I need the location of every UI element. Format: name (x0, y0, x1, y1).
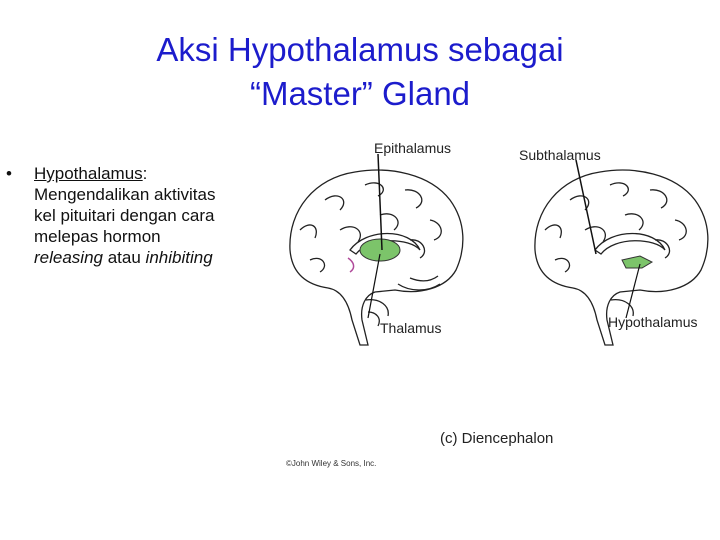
label-hypothalamus: Hypothalamus (608, 314, 698, 330)
hypothalamus-highlight (621, 255, 654, 269)
copyright-notice: ©John Wiley & Sons, Inc. (286, 459, 377, 468)
word-atau: atau (103, 248, 146, 267)
diencephalon-figure: Epithalamus Subthalamus Thalamus Hypotha… (270, 130, 720, 480)
label-thalamus: Thalamus (380, 320, 442, 336)
brain-illustration (289, 153, 709, 346)
bullet-line-3: melepas hormon (34, 227, 161, 246)
word-inhibiting: inhibiting (145, 248, 213, 267)
label-epithalamus: Epithalamus (374, 140, 452, 156)
bullet-heading: Hypothalamus: (34, 163, 147, 184)
brain-right (534, 169, 709, 346)
bullet-marker: • (6, 164, 12, 183)
title-line-1: Aksi Hypothalamus sebagai (156, 31, 564, 68)
hypothalamus-pointer (625, 263, 641, 319)
label-subthalamus: Subthalamus (519, 147, 601, 163)
bullet-line-2: kel pituitari dengan cara (34, 206, 215, 225)
thalamus-highlight (359, 238, 401, 262)
slide-title: Aksi Hypothalamus sebagai “Master” Gland (60, 28, 660, 116)
epithalamus-pointer (377, 153, 383, 251)
term-hypothalamus: Hypothalamus (34, 164, 143, 183)
brain-left (289, 169, 464, 346)
epithalamus-marker (347, 257, 355, 273)
word-releasing: releasing (34, 248, 103, 267)
subthalamus-pointer (575, 159, 597, 255)
title-line-2: “Master” Gland (249, 75, 471, 112)
term-colon: : (142, 164, 148, 183)
thalamus-pointer (367, 253, 381, 319)
bullet-line-4: releasing atau inhibiting (34, 247, 279, 268)
bullet-line-1: Mengendalikan aktivitas (34, 185, 216, 204)
figure-caption: (c) Diencephalon (440, 430, 554, 447)
bullet-text: Mengendalikan aktivitas kel pituitari de… (34, 184, 279, 268)
